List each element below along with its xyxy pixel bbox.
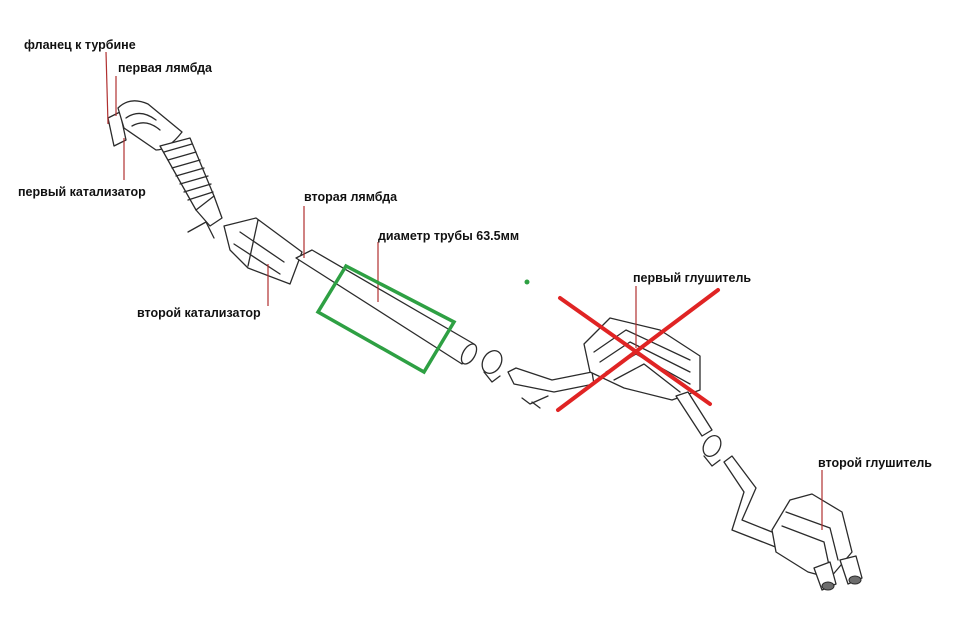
pipe-clamp-2-part	[702, 435, 722, 467]
pipe-to-first-muffler	[507, 367, 595, 409]
label-first-catalyst: первый катализатор	[18, 185, 146, 199]
label-second-lambda: вторая лямбда	[304, 190, 398, 204]
pipe-clamp-part	[481, 350, 503, 383]
first-muffler-part	[583, 317, 713, 437]
label-pipe-diameter: диаметр трубы 63.5мм	[378, 229, 520, 243]
cross-mark	[556, 288, 720, 412]
green-dot	[524, 279, 530, 285]
flex-pipe-part	[159, 137, 223, 239]
leader-turbo-flange	[105, 51, 109, 125]
label-second-catalyst: второй катализатор	[137, 306, 261, 320]
second-muffler-part	[771, 493, 863, 591]
mid-pipe-part	[295, 249, 478, 365]
label-turbo-flange: фланец к турбине	[24, 38, 136, 52]
highlight-box	[315, 263, 457, 375]
label-first-lambda: первая лямбда	[118, 61, 212, 75]
label-second-muffler: второй глушитель	[818, 456, 932, 470]
turbo-flange-part	[107, 100, 183, 151]
leader-lines	[105, 51, 823, 530]
second-catalyst-part	[223, 217, 303, 285]
label-first-muffler: первый глушитель	[633, 271, 752, 285]
